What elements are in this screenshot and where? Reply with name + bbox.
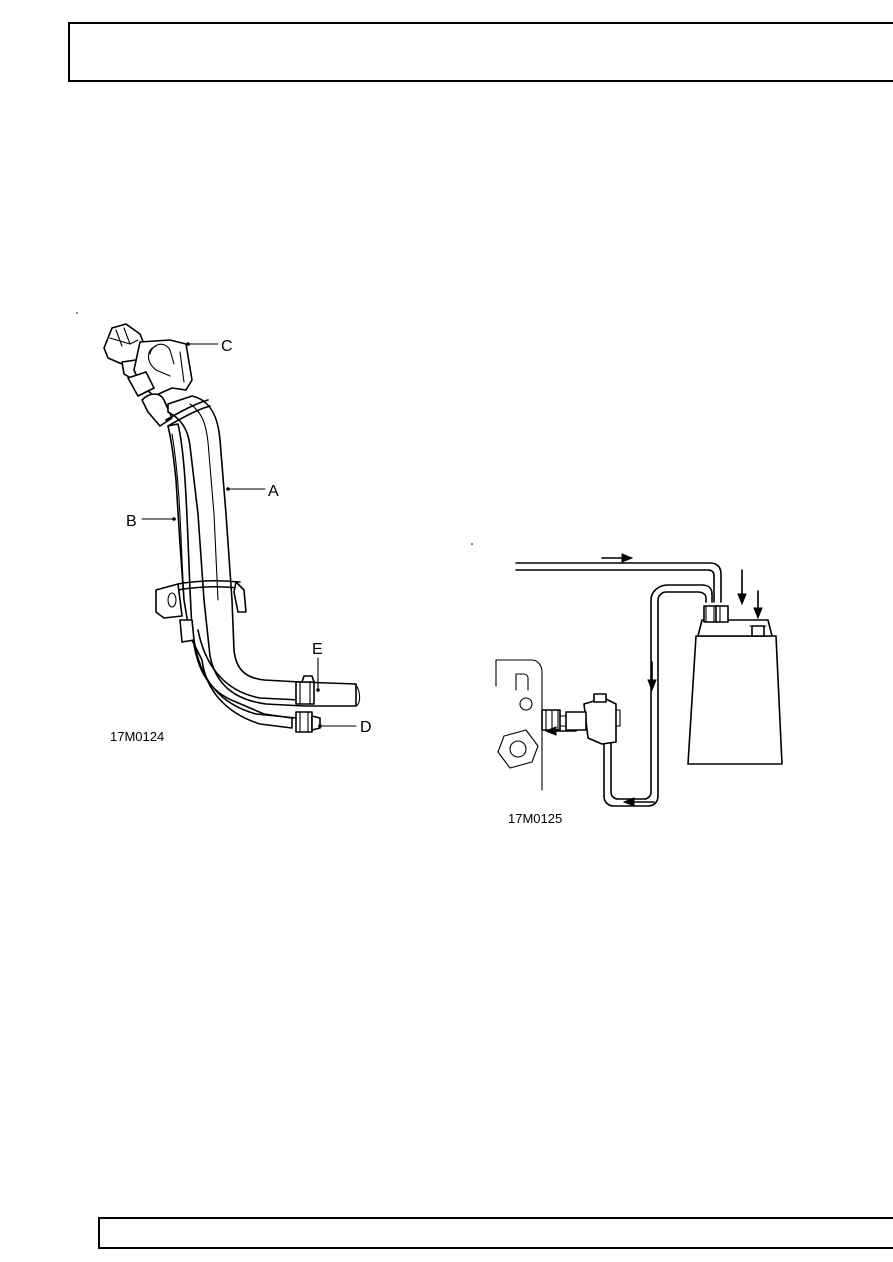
purge-valve (541, 693, 621, 745)
filler-neck-figure: C A B E D 17M0124 (60, 300, 400, 760)
callout-e: E (312, 641, 323, 658)
arrow-right-top (601, 553, 634, 563)
mounting-bracket (155, 581, 247, 619)
hose-clamp-e (295, 675, 315, 705)
filler-head (127, 339, 193, 397)
evap-system-figure: 17M0125 (470, 536, 800, 836)
arrow-left-manifold (544, 726, 577, 736)
arrow-down-canister-vent (753, 590, 763, 620)
engine-manifold (495, 659, 543, 791)
main-neck-tube (167, 395, 361, 707)
arrow-left-bottom (622, 797, 655, 807)
filler-neck-illustration: C A B E D 17M0124 (76, 312, 372, 744)
page-footer-frame (98, 1217, 893, 1249)
callout-a: A (268, 483, 279, 500)
figure-code-17m0125: 17M0125 (508, 811, 562, 826)
callout-b: B (126, 513, 137, 530)
figure-code-17m0124: 17M0124 (110, 729, 164, 744)
vapour-line-from-tank (515, 562, 722, 603)
connector-d (295, 711, 321, 733)
arrow-down-purge-line (647, 661, 657, 692)
callout-d: D (360, 719, 372, 736)
evap-system-illustration: 17M0125 (471, 543, 783, 826)
flow-arrows (544, 553, 763, 807)
arrow-down-canister-inlet (737, 569, 747, 606)
callout-c: C (221, 338, 233, 355)
page-header-frame (68, 22, 893, 82)
purge-line (603, 584, 713, 807)
evap-canister (687, 605, 783, 765)
